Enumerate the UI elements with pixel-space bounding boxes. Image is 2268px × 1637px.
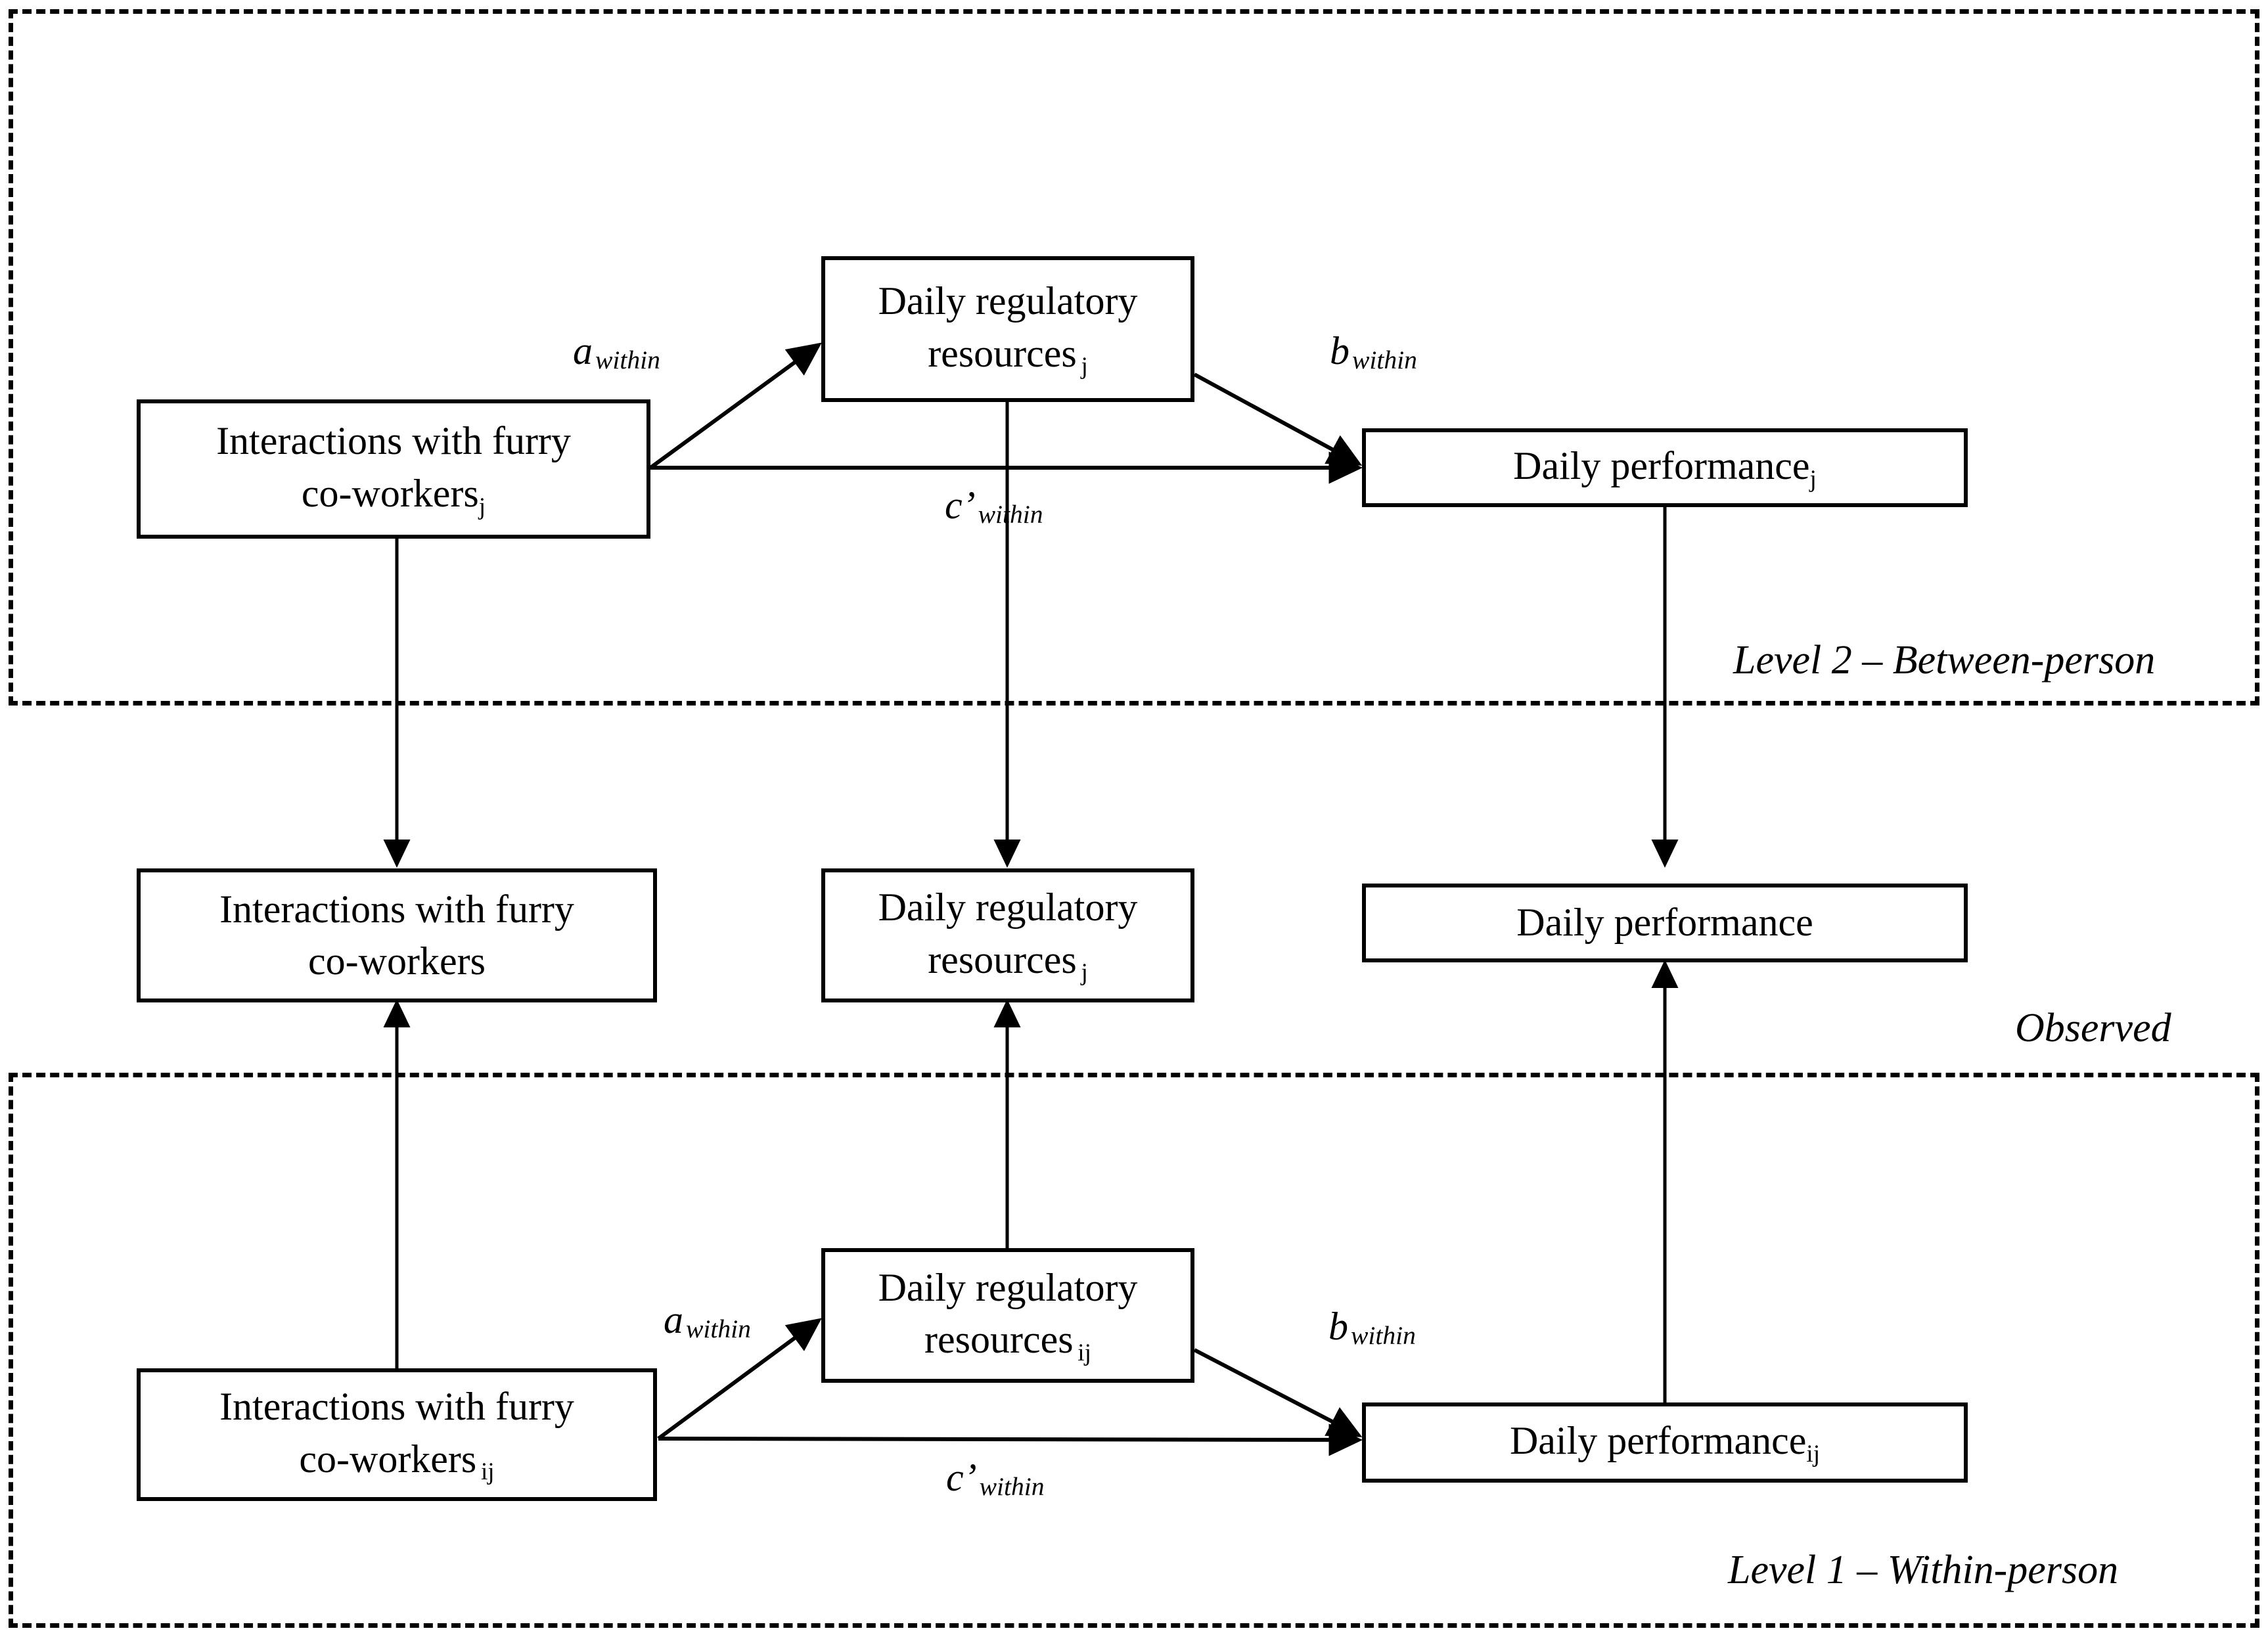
path-label-l1-b-symbol: b bbox=[1328, 1305, 1348, 1348]
node-l1-predictor-subscript: ij bbox=[480, 1458, 495, 1486]
arrow-l2-b-path bbox=[1193, 372, 1363, 466]
node-observed-outcome-line1: Daily performance bbox=[1516, 901, 1813, 945]
node-l2-predictor-subscript: j bbox=[478, 493, 486, 520]
path-label-l2-a-symbol: a bbox=[573, 329, 593, 372]
node-l2-predictor-line1: Interactions with furry bbox=[216, 419, 571, 463]
node-l1-outcome[interactable]: Daily performanceij bbox=[1362, 1402, 1968, 1483]
panel-label-level-2: Level 2 – Between-person bbox=[1733, 638, 2156, 683]
panel-level-2 bbox=[9, 9, 2259, 706]
node-observed-mediator-line1: Daily regulatory bbox=[878, 886, 1138, 930]
path-label-l1-a-subscript: within bbox=[685, 1314, 751, 1344]
path-label-l2-a-subscript: within bbox=[595, 346, 660, 375]
path-label-l2-c-symbol: c’ bbox=[945, 483, 976, 527]
path-label-l2-b-subscript: within bbox=[1351, 346, 1417, 375]
path-label-l1-a-symbol: a bbox=[664, 1298, 683, 1341]
node-observed-predictor[interactable]: Interactions with furry co-workers bbox=[137, 868, 657, 1002]
node-observed-predictor-line2: co-workers bbox=[308, 939, 486, 983]
path-label-l2-b-symbol: b bbox=[1330, 329, 1349, 372]
path-label-l1-c-symbol: c’ bbox=[946, 1456, 977, 1499]
node-observed-outcome[interactable]: Daily performance bbox=[1362, 884, 1968, 962]
node-l2-outcome-subscript: j bbox=[1809, 465, 1817, 493]
band-label-observed: Observed bbox=[2015, 1006, 2171, 1050]
arrow-l1-a-path bbox=[657, 1318, 822, 1441]
arrow-l1-b-path bbox=[1193, 1348, 1363, 1437]
path-label-l2-c: c’within bbox=[945, 483, 1043, 529]
arrow-l1-c-path bbox=[658, 1424, 1363, 1456]
node-l1-predictor-line1: Interactions with furry bbox=[219, 1385, 574, 1429]
path-label-l1-a: awithin bbox=[664, 1297, 751, 1344]
path-label-l1-b-subscript: within bbox=[1350, 1321, 1416, 1351]
path-label-l2-c-subscript: within bbox=[978, 500, 1043, 529]
path-label-l2-b: bwithin bbox=[1330, 328, 1417, 375]
path-label-l1-b: bwithin bbox=[1328, 1304, 1416, 1351]
node-observed-predictor-line1: Interactions with furry bbox=[219, 887, 574, 931]
node-l2-outcome[interactable]: Daily performancej bbox=[1362, 428, 1968, 507]
path-label-l2-a: awithin bbox=[573, 328, 660, 375]
arrow-l2-a-path bbox=[649, 342, 822, 470]
panel-level-1 bbox=[9, 1073, 2259, 1628]
node-l1-outcome-line1: Daily performanceij bbox=[1509, 1419, 1821, 1468]
node-l1-mediator-line1: Daily regulatory bbox=[878, 1265, 1138, 1309]
panel-label-level-1: Level 1 – Within-person bbox=[1728, 1548, 2119, 1592]
path-label-l1-c-subscript: within bbox=[979, 1472, 1045, 1502]
node-l2-predictor[interactable]: Interactions with furry co-workersj bbox=[137, 399, 650, 539]
node-l2-mediator-line1: Daily regulatory bbox=[878, 279, 1138, 323]
node-l2-mediator-subscript: j bbox=[1081, 353, 1088, 380]
node-l1-mediator-subscript: ij bbox=[1077, 1339, 1091, 1366]
node-observed-mediator-subscript: j bbox=[1081, 959, 1088, 987]
node-l1-outcome-subscript: ij bbox=[1806, 1440, 1821, 1468]
path-label-l1-c: c’within bbox=[946, 1455, 1045, 1502]
node-l2-predictor-line2: co-workersj bbox=[301, 471, 486, 520]
node-l2-outcome-line1: Daily performancej bbox=[1513, 444, 1817, 493]
